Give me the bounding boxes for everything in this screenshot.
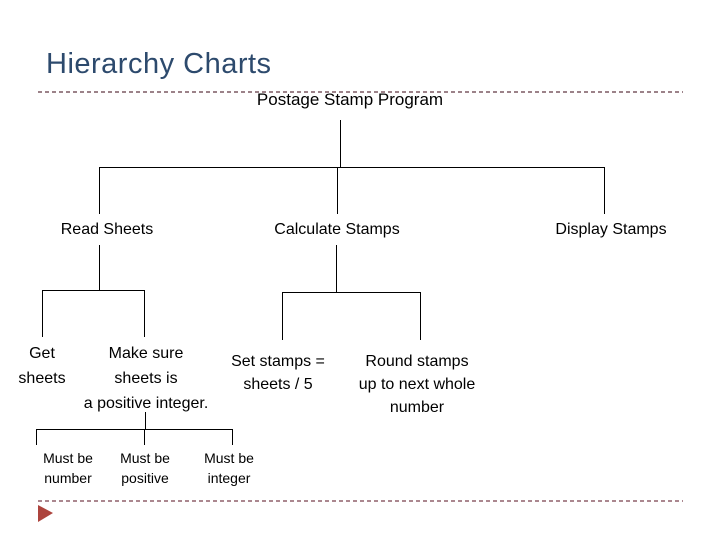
footer-divider <box>38 500 683 502</box>
node-get-sheets: Get sheets <box>18 345 66 387</box>
node-must-be-number: Must be number <box>43 450 93 486</box>
node-must-be-integer: Must be integer <box>204 450 254 486</box>
connector-drop-make-sure <box>144 290 145 337</box>
connector-drop-calculate-stamps <box>337 167 338 214</box>
connector-drop-must-be-integer <box>232 429 233 445</box>
connector-read-children-bar <box>42 290 145 291</box>
connector-calculate-stem <box>336 245 337 292</box>
node-make-sure: Make sure sheets is a positive integer. <box>83 345 209 412</box>
node-round-stamps: Round stamps up to next whole number <box>358 353 476 416</box>
connector-drop-get-sheets <box>42 290 43 337</box>
connector-read-sheets-stem <box>99 245 100 290</box>
title-divider <box>38 91 683 93</box>
connector-drop-set-stamps <box>282 292 283 340</box>
connector-must-be-bar <box>36 429 233 430</box>
node-must-be-positive: Must be positive <box>120 450 170 486</box>
connector-level1-bar <box>99 167 605 168</box>
node-read-sheets: Read Sheets <box>60 221 154 238</box>
node-postage-stamp-program: Postage Stamp Program <box>256 90 444 109</box>
connector-drop-round-stamps <box>420 292 421 340</box>
connector-drop-read-sheets <box>99 167 100 214</box>
connector-calc-children-bar <box>282 292 421 293</box>
node-set-stamps: Set stamps = sheets / 5 <box>231 353 325 393</box>
page-title: Hierarchy Charts <box>46 48 272 80</box>
connector-drop-display-stamps <box>604 167 605 214</box>
connector-drop-must-be-number <box>36 429 37 445</box>
connector-make-sure-stem <box>145 412 146 429</box>
connector-root-stem <box>340 120 341 167</box>
node-display-stamps: Display Stamps <box>555 221 667 238</box>
connector-drop-must-be-positive <box>144 429 145 445</box>
next-arrow-icon[interactable] <box>38 505 53 522</box>
node-calculate-stamps: Calculate Stamps <box>274 221 400 238</box>
